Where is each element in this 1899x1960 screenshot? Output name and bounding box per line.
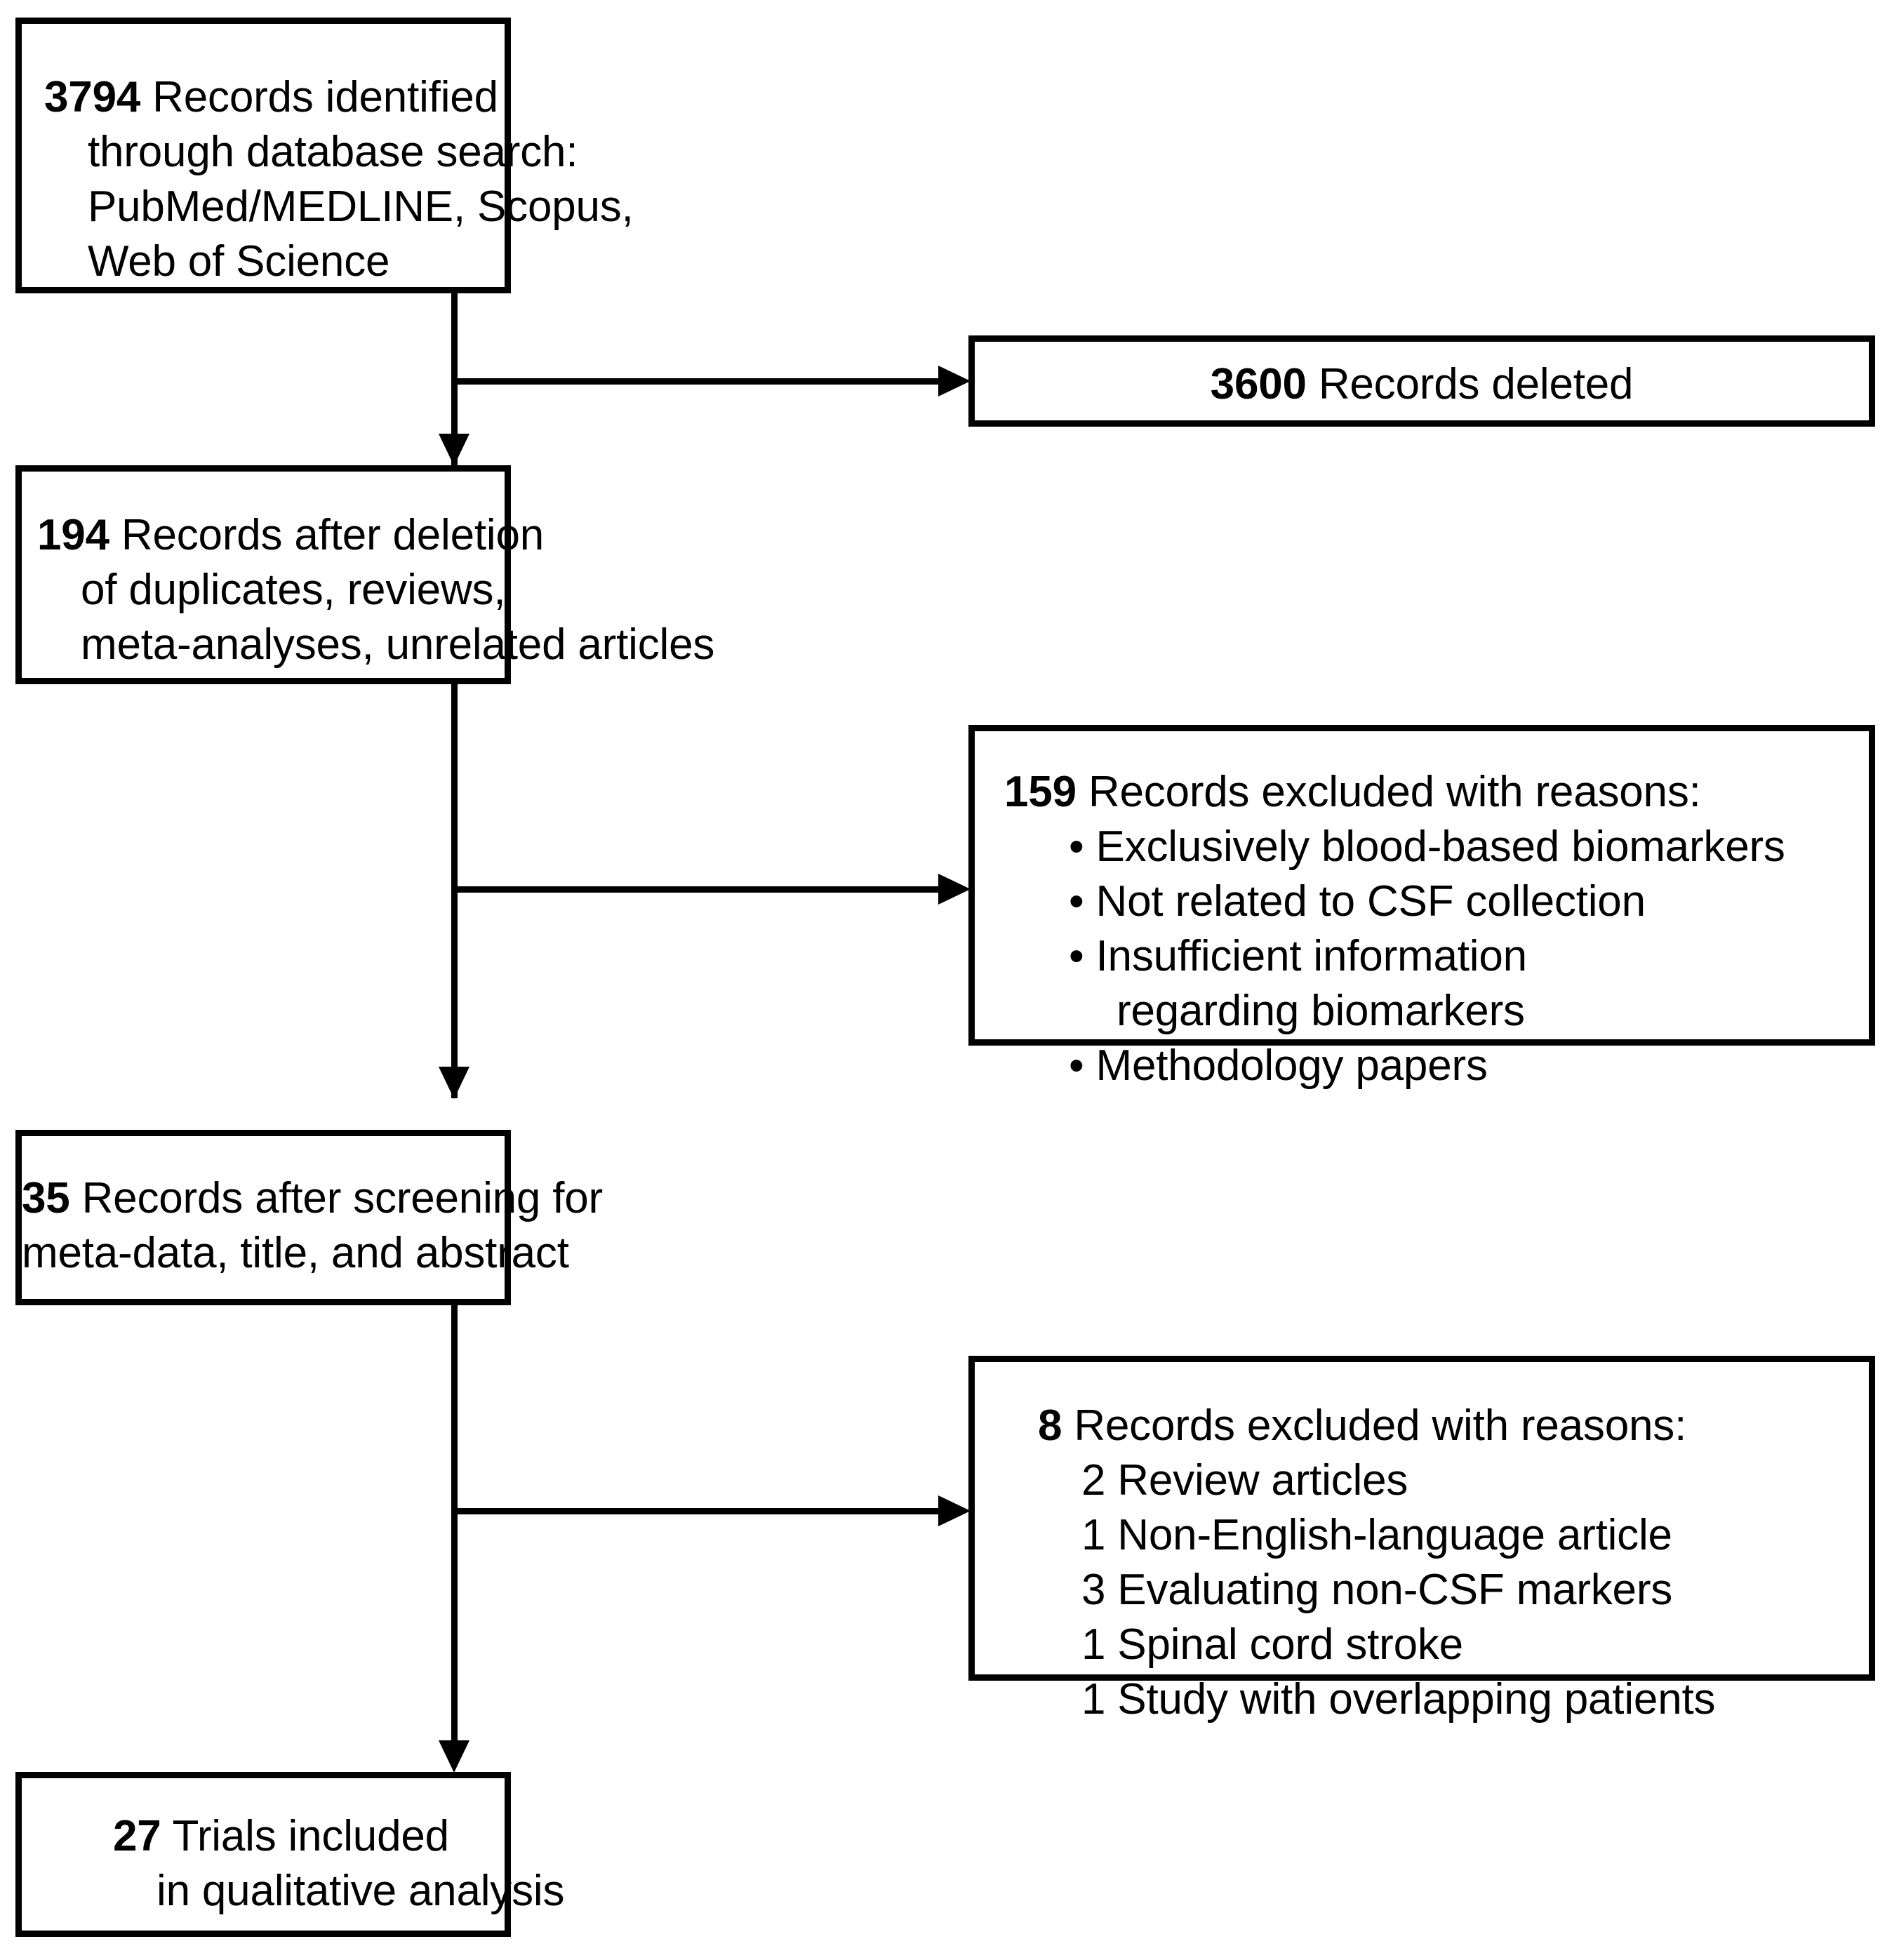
connector-branch-to-excluded-8	[451, 1508, 941, 1514]
box1-line-2: through database search:	[88, 128, 578, 176]
box2-text-1: Records deleted	[1318, 360, 1634, 408]
box1-count: 3794	[44, 73, 141, 121]
box6-heading-text: Records excluded with reasons:	[1074, 1401, 1687, 1450]
connector-branch-to-deleted	[451, 378, 941, 385]
box4-count: 159	[1004, 768, 1077, 816]
connector-branch-to-excluded-159	[451, 886, 941, 893]
box5-line-2: meta-data, title, and abstract	[22, 1229, 569, 1277]
arrow-head-to-excluded-159	[938, 874, 971, 905]
box-records-excluded-8: 8 Records excluded with reasons: 2 Revie…	[968, 1356, 1875, 1724]
box2-count: 3600	[1210, 360, 1307, 408]
arrow-head-to-box-after-deletion	[439, 434, 469, 466]
box6-count: 8	[1038, 1401, 1062, 1450]
box4-bullet-4: • Methodology papers	[1069, 1041, 1488, 1090]
box4-heading-text: Records excluded with reasons:	[1088, 768, 1701, 816]
box-trials-included: 27 Trials included in qualitative analys…	[15, 1772, 565, 1937]
box4-bullet-3: • Insufficient information	[1069, 932, 1527, 980]
box5-line-1: 35 Records after screening for	[22, 1171, 603, 1226]
arrow-head-to-box-included	[439, 1740, 469, 1773]
box-records-after-screening: 35 Records after screening for meta-data…	[15, 1130, 603, 1305]
box6-reason-4: 1 Spinal cord stroke	[1081, 1620, 1463, 1669]
box4-bullet-3-continued: regarding biomarkers	[1117, 987, 1525, 1035]
box3-line-3: meta-analyses, unrelated articles	[81, 620, 715, 669]
box7-count: 27	[113, 1812, 161, 1860]
box3-line-1: 194 Records after deletion	[37, 508, 544, 563]
box7-line-1: 27 Trials included	[113, 1809, 505, 1864]
box-records-excluded-159: 159 Records excluded with reasons: • Exc…	[968, 725, 1875, 1090]
arrow-head-to-box-after-screening	[439, 1067, 469, 1099]
box6-reason-1: 2 Review articles	[1081, 1456, 1408, 1505]
box3-text-1: Records after deletion	[121, 511, 545, 559]
arrow-head-to-excluded-8	[938, 1495, 971, 1526]
box3-count: 194	[37, 511, 109, 559]
box6-reason-5: 1 Study with overlapping patients	[1081, 1675, 1716, 1724]
box6-reason-3: 3 Evaluating non-CSF markers	[1081, 1566, 1673, 1614]
box2-line-1: 3600 Records deleted	[975, 357, 1869, 412]
box1-line-1: 3794 Records identified	[44, 70, 505, 125]
box1-line-4: Web of Science	[88, 237, 390, 286]
box-records-after-deletion: 194 Records after deletion of duplicates…	[15, 465, 715, 684]
box6-heading: 8 Records excluded with reasons:	[1038, 1399, 1869, 1453]
arrow-head-to-records-deleted	[938, 366, 971, 396]
box1-text-1: Records identified	[152, 73, 498, 121]
box3-line-2: of duplicates, reviews,	[81, 566, 506, 614]
box4-heading: 159 Records excluded with reasons:	[1004, 765, 1869, 820]
box4-bullet-2: • Not related to CSF collection	[1069, 877, 1646, 926]
box-records-deleted: 3600 Records deleted	[968, 335, 1875, 427]
connector-stem-3	[451, 1305, 458, 1740]
box5-count: 35	[22, 1174, 70, 1222]
box6-reason-2: 1 Non-English-language article	[1081, 1511, 1672, 1559]
box-records-identified: 3794 Records identified through database…	[15, 18, 634, 293]
box5-text-1: Records after screening for	[81, 1174, 604, 1222]
box4-bullet-1: • Exclusively blood-based biomarkers	[1069, 822, 1785, 871]
box7-line-2: in qualitative analysis	[156, 1867, 565, 1915]
box7-text-1: Trials included	[172, 1812, 449, 1860]
box1-line-3: PubMed/MEDLINE, Scopus,	[88, 182, 634, 231]
